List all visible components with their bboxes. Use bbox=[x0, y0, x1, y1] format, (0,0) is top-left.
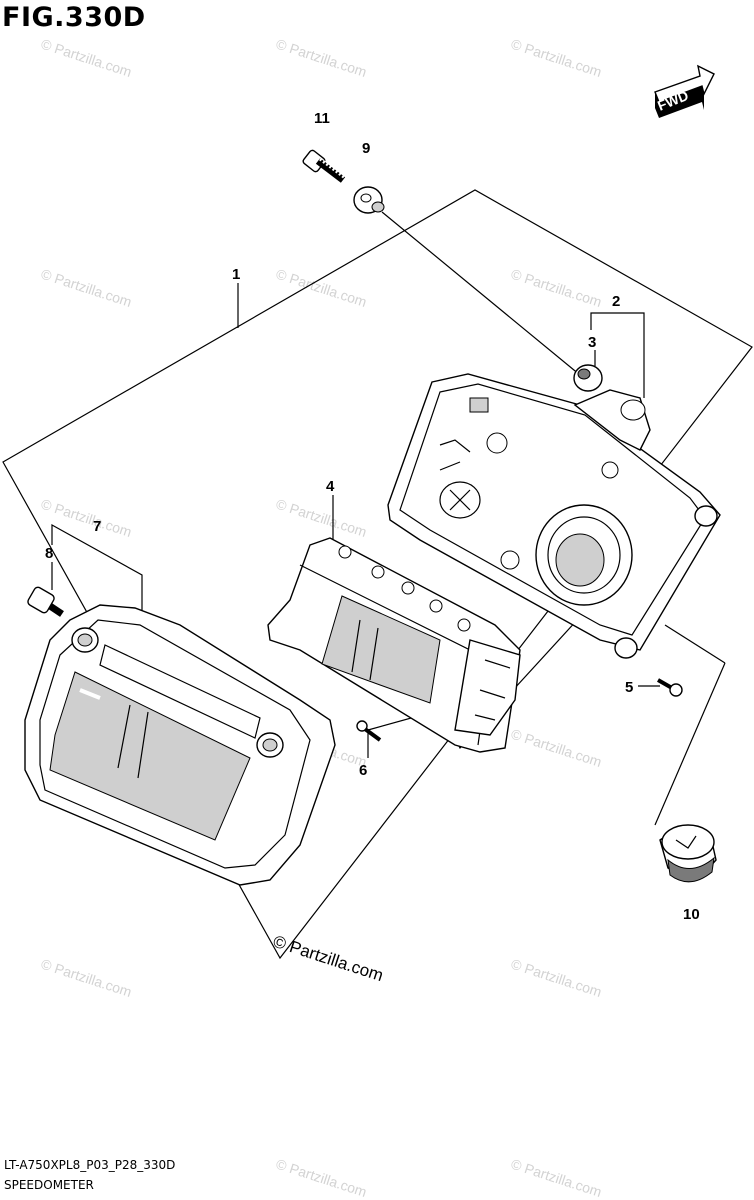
callout-11: 11 bbox=[314, 110, 330, 127]
watermark: © Partzilla.com bbox=[274, 266, 369, 310]
part-7-front-cover bbox=[24, 604, 336, 886]
callout-2: 2 bbox=[612, 293, 620, 310]
watermark: © Partzilla.com bbox=[39, 496, 134, 540]
part-6-screw bbox=[356, 720, 382, 742]
watermark: © Partzilla.com bbox=[509, 956, 604, 1000]
callout-8: 8 bbox=[45, 545, 53, 562]
part-11-screw bbox=[302, 149, 346, 183]
part-3-grommet bbox=[573, 364, 603, 392]
watermark: © Partzilla.com bbox=[39, 956, 134, 1000]
section-name: SPEEDOMETER bbox=[4, 1178, 94, 1192]
watermark: © Partzilla.com bbox=[274, 496, 369, 540]
model-code: LT-A750XPL8_P03_P28_330D bbox=[4, 1158, 176, 1172]
watermark: © Partzilla.com bbox=[509, 1156, 604, 1200]
part-5-screw bbox=[657, 678, 683, 697]
callout-7: 7 bbox=[93, 518, 101, 535]
fwd-arrow-icon: FWD bbox=[654, 64, 715, 118]
watermark: © Partzilla.com bbox=[509, 36, 604, 80]
callout-6: 6 bbox=[359, 762, 367, 779]
watermark-main: © Partzilla.com bbox=[271, 932, 386, 985]
part-2-rear-case bbox=[387, 373, 721, 659]
part-10-cap bbox=[659, 824, 717, 883]
watermark: © Partzilla.com bbox=[39, 36, 134, 80]
callout-1: 1 bbox=[232, 266, 240, 283]
callout-4: 4 bbox=[326, 478, 335, 495]
watermark: © Partzilla.com bbox=[39, 266, 134, 310]
callout-3: 3 bbox=[588, 334, 596, 351]
callout-5: 5 bbox=[625, 679, 633, 696]
watermark: © Partzilla.com bbox=[509, 726, 604, 770]
part-8-bolt bbox=[27, 586, 64, 617]
callout-9: 9 bbox=[362, 140, 370, 157]
callout-10: 10 bbox=[683, 906, 700, 923]
watermark: © Partzilla.com bbox=[274, 36, 369, 80]
figure-title: FIG.330D bbox=[2, 2, 146, 33]
watermark: © Partzilla.com bbox=[274, 1156, 369, 1200]
callout-layer: 1 2 3 4 5 6 7 8 9 10 11 bbox=[45, 110, 700, 923]
part-9-grommet bbox=[353, 186, 385, 214]
watermark: © Partzilla.com bbox=[509, 266, 604, 310]
part-4-meter-unit bbox=[267, 537, 521, 753]
